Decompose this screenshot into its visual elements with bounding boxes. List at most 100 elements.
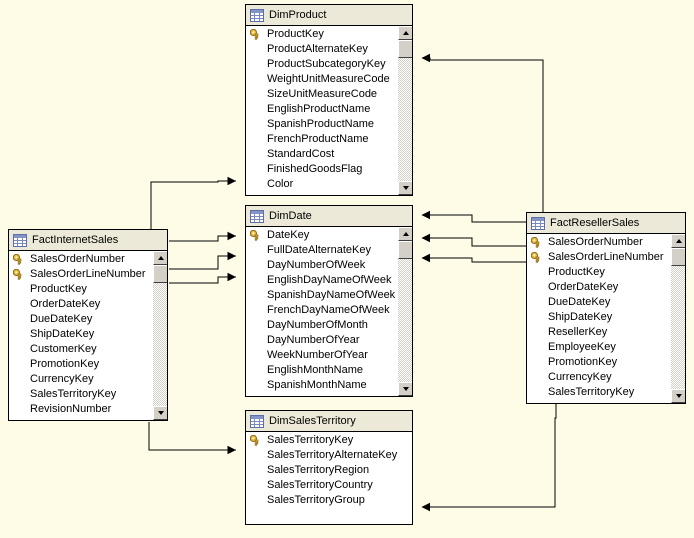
column-row[interactable]: FrenchDayNameOfWeek bbox=[246, 303, 397, 318]
column-row[interactable]: OrderDateKey bbox=[9, 297, 152, 312]
scroll-up-button[interactable] bbox=[398, 227, 412, 241]
column-name: SalesTerritoryGroup bbox=[267, 494, 365, 506]
column-row[interactable]: ShipDateKey bbox=[9, 327, 152, 342]
scrollbar-thumb[interactable] bbox=[153, 265, 167, 283]
column-row[interactable]: PromotionKey bbox=[527, 355, 670, 370]
vertical-scrollbar[interactable] bbox=[670, 234, 685, 403]
primary-key-icon bbox=[250, 230, 259, 241]
chevron-down-icon bbox=[675, 394, 682, 398]
scroll-down-button[interactable] bbox=[398, 382, 412, 396]
column-name: DueDateKey bbox=[30, 313, 93, 325]
column-row[interactable]: ResellerKey bbox=[527, 325, 670, 340]
column-row[interactable]: DayNumberOfYear bbox=[246, 333, 397, 348]
scroll-up-button[interactable] bbox=[671, 234, 685, 248]
scrollbar-thumb[interactable] bbox=[398, 40, 412, 58]
column-row[interactable]: EnglishDayNameOfWeek bbox=[246, 273, 397, 288]
column-row[interactable]: SpanishDayNameOfWeek bbox=[246, 288, 397, 303]
icon-slot-empty bbox=[249, 244, 263, 257]
column-row[interactable]: ProductKey bbox=[527, 265, 670, 280]
column-row[interactable]: DayNumberOfWeek bbox=[246, 258, 397, 273]
table-header-dimproduct[interactable]: DimProduct bbox=[246, 5, 412, 26]
column-name: RevisionNumber bbox=[30, 403, 112, 415]
column-row[interactable]: SpanishProductName bbox=[246, 117, 397, 132]
column-row[interactable]: DueDateKey bbox=[527, 295, 670, 310]
scrollbar-thumb[interactable] bbox=[671, 248, 685, 266]
scroll-down-button[interactable] bbox=[671, 389, 685, 403]
column-row[interactable]: ProductSubcategoryKey bbox=[246, 57, 397, 72]
column-row[interactable]: FullDateAlternateKey bbox=[246, 243, 397, 258]
column-row[interactable]: ProductKey bbox=[246, 27, 397, 42]
table-header-dimsalesterritory[interactable]: DimSalesTerritory bbox=[246, 411, 412, 432]
column-row[interactable]: SalesTerritoryKey bbox=[527, 385, 670, 400]
column-row[interactable]: ProductAlternateKey bbox=[246, 42, 397, 57]
column-row[interactable]: EnglishProductName bbox=[246, 102, 397, 117]
column-row[interactable]: ProductKey bbox=[9, 282, 152, 297]
column-row[interactable]: SalesTerritoryGroup bbox=[246, 493, 412, 508]
column-row[interactable]: SalesOrderNumber bbox=[9, 252, 152, 267]
column-row[interactable]: FinishedGoodsFlag bbox=[246, 162, 397, 177]
column-row[interactable]: ShipDateKey bbox=[527, 310, 670, 325]
vertical-scrollbar[interactable] bbox=[397, 26, 412, 195]
column-row[interactable]: SalesOrderNumber bbox=[527, 235, 670, 250]
column-row[interactable]: SizeUnitMeasureCode bbox=[246, 87, 397, 102]
column-row[interactable]: OrderDateKey bbox=[527, 280, 670, 295]
column-name: SalesTerritoryRegion bbox=[267, 464, 370, 476]
table-header-dimdate[interactable]: DimDate bbox=[246, 206, 412, 227]
column-row[interactable]: DayNumberOfMonth bbox=[246, 318, 397, 333]
column-name: ShipDateKey bbox=[30, 328, 95, 340]
table-header-factinternetsales[interactable]: FactInternetSales bbox=[9, 230, 167, 251]
scroll-down-button[interactable] bbox=[398, 181, 412, 195]
column-row[interactable]: SalesTerritoryCountry bbox=[246, 478, 412, 493]
column-name: DueDateKey bbox=[548, 296, 611, 308]
column-name: ResellerKey bbox=[548, 326, 608, 338]
column-row[interactable]: CurrencyKey bbox=[527, 370, 670, 385]
column-name: Color bbox=[267, 178, 294, 190]
column-row[interactable]: DueDateKey bbox=[9, 312, 152, 327]
icon-slot-empty bbox=[530, 326, 544, 339]
key-icon-slot bbox=[530, 251, 544, 264]
connector-fis-dimdate-3 bbox=[169, 272, 236, 284]
vertical-scrollbar[interactable] bbox=[397, 227, 412, 396]
column-row[interactable]: SalesTerritoryKey bbox=[246, 433, 412, 448]
vertical-scrollbar[interactable] bbox=[152, 251, 167, 420]
column-row[interactable]: Color bbox=[246, 177, 397, 192]
scrollbar-thumb[interactable] bbox=[398, 241, 412, 259]
column-row[interactable]: SalesOrderLineNumber bbox=[9, 267, 152, 282]
column-row[interactable]: CurrencyKey bbox=[9, 372, 152, 387]
column-name: SalesOrderNumber bbox=[548, 236, 643, 248]
chevron-up-icon bbox=[402, 232, 409, 236]
table-grid-icon bbox=[250, 8, 264, 22]
table-header-factresellersales[interactable]: FactResellerSales bbox=[527, 213, 685, 234]
scroll-down-button[interactable] bbox=[153, 406, 167, 420]
column-row[interactable]: SalesTerritoryKey bbox=[9, 387, 152, 402]
column-row[interactable]: WeightUnitMeasureCode bbox=[246, 72, 397, 87]
column-name: StandardCost bbox=[267, 148, 335, 160]
column-row[interactable]: PromotionKey bbox=[9, 357, 152, 372]
column-row[interactable]: SalesOrderLineNumber bbox=[527, 250, 670, 265]
column-row[interactable]: FrenchProductName bbox=[246, 132, 397, 147]
column-row[interactable]: CustomerKey bbox=[9, 342, 152, 357]
column-name: SalesOrderLineNumber bbox=[30, 268, 146, 280]
column-name: PromotionKey bbox=[30, 358, 100, 370]
column-row[interactable]: SpanishMonthName bbox=[246, 378, 397, 393]
column-row[interactable]: SalesTerritoryRegion bbox=[246, 463, 412, 478]
column-row[interactable]: EmployeeKey bbox=[527, 340, 670, 355]
column-row[interactable]: StandardCost bbox=[246, 147, 397, 162]
key-icon-slot bbox=[12, 268, 26, 281]
scroll-up-button[interactable] bbox=[398, 26, 412, 40]
column-row[interactable]: EnglishMonthName bbox=[246, 363, 397, 378]
icon-slot-empty bbox=[249, 289, 263, 302]
scroll-up-button[interactable] bbox=[153, 251, 167, 265]
column-row[interactable]: SalesTerritoryAlternateKey bbox=[246, 448, 412, 463]
column-row[interactable]: DateKey bbox=[246, 228, 397, 243]
column-row[interactable]: RevisionNumber bbox=[9, 402, 152, 417]
column-row[interactable]: WeekNumberOfYear bbox=[246, 348, 397, 363]
icon-slot-empty bbox=[12, 328, 26, 341]
